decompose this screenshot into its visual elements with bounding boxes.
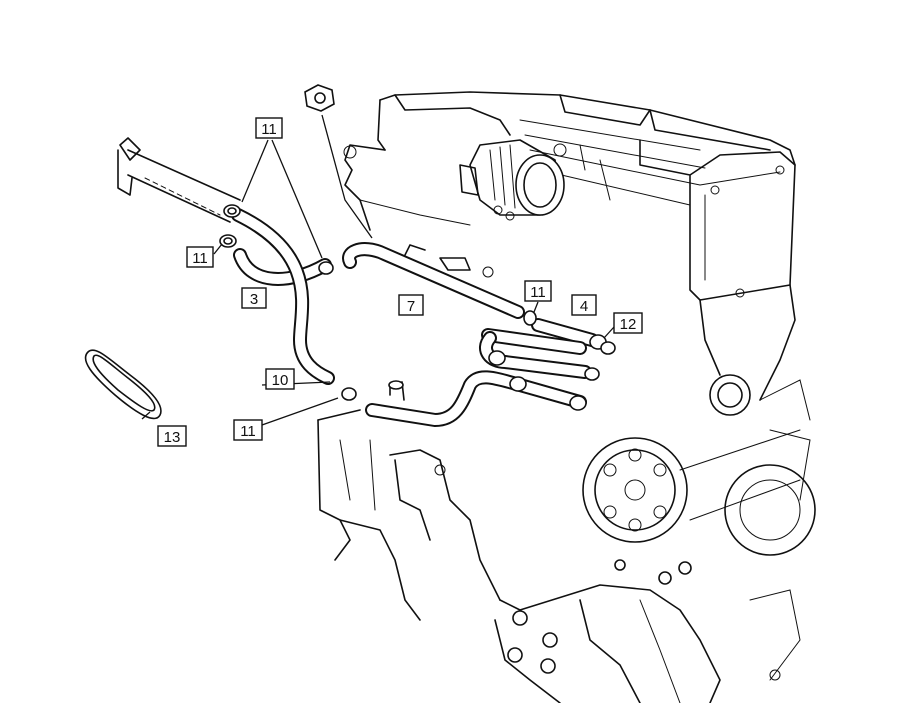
callout-11-bottom: 11 <box>233 419 263 441</box>
engine-block <box>317 91 816 703</box>
callout-label: 12 <box>620 316 637 333</box>
callout-11-top: 11 <box>255 117 283 139</box>
callout-7: 7 <box>398 294 424 316</box>
hose-clamps <box>219 204 616 411</box>
hose-10 <box>231 208 335 385</box>
callout-label: 11 <box>530 284 546 301</box>
callout-12: 12 <box>613 312 643 334</box>
callout-3: 3 <box>241 287 267 309</box>
throttle-body <box>459 139 567 221</box>
callout-label: 11 <box>240 423 256 440</box>
water-pump-pulley <box>582 437 688 543</box>
callout-label: 4 <box>580 298 588 315</box>
callout-label: 10 <box>272 372 289 389</box>
pipe-7 <box>342 242 525 319</box>
callout-10: 10 <box>265 368 295 390</box>
callout-11-right: 11 <box>524 280 552 302</box>
hose-3 <box>233 248 332 286</box>
callout-label: 11 <box>261 121 277 138</box>
callout-13: 13 <box>157 425 187 447</box>
callout-4: 4 <box>571 294 597 316</box>
hose-4 <box>531 318 599 347</box>
nut <box>304 84 373 239</box>
callout-11-left: 11 <box>186 246 214 268</box>
gasket-13 <box>84 349 162 420</box>
callout-label: 11 <box>192 250 208 267</box>
callout-label: 13 <box>164 429 181 446</box>
callout-label: 3 <box>250 291 258 308</box>
heater-pipe <box>117 137 241 223</box>
leader-lines <box>141 139 615 426</box>
callout-label: 7 <box>407 298 415 315</box>
lower-hoses <box>365 328 592 427</box>
